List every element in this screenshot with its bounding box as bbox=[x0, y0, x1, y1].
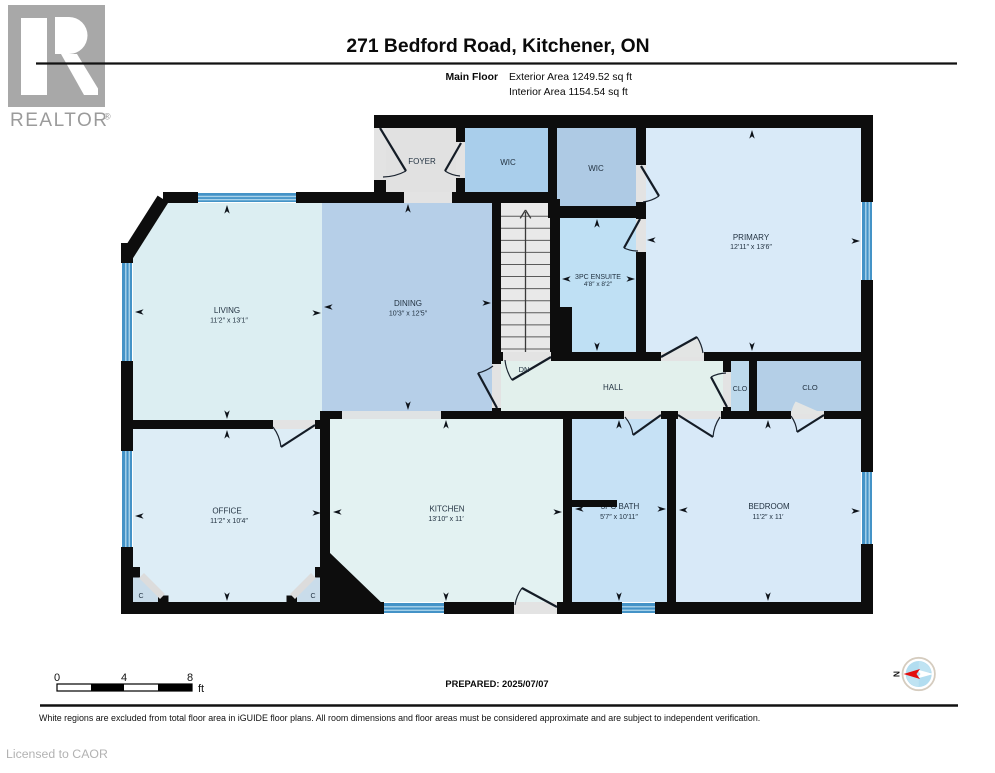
svg-text:13′10″ x 11′: 13′10″ x 11′ bbox=[428, 516, 464, 523]
svg-text:0: 0 bbox=[54, 672, 60, 684]
svg-text:Interior Area 1154.54 sq ft: Interior Area 1154.54 sq ft bbox=[509, 87, 628, 98]
svg-text:5′7″ x 10′11″: 5′7″ x 10′11″ bbox=[600, 514, 638, 521]
svg-text:11′2″ x 13′1″: 11′2″ x 13′1″ bbox=[210, 318, 248, 325]
svg-text:®: ® bbox=[104, 112, 111, 122]
svg-text:DN: DN bbox=[519, 365, 530, 374]
svg-text:REALTOR: REALTOR bbox=[10, 110, 109, 131]
svg-text:White regions are excluded fro: White regions are excluded from total fl… bbox=[39, 713, 760, 723]
svg-text:8: 8 bbox=[187, 672, 193, 684]
svg-text:10′3″ x 12′5″: 10′3″ x 12′5″ bbox=[389, 311, 428, 318]
svg-text:OFFICE: OFFICE bbox=[212, 507, 241, 516]
svg-text:ft: ft bbox=[198, 683, 204, 695]
svg-text:KITCHEN: KITCHEN bbox=[429, 505, 464, 514]
svg-text:FOYER: FOYER bbox=[408, 157, 436, 166]
svg-text:11′2″ x 10′4″: 11′2″ x 10′4″ bbox=[210, 518, 248, 525]
svg-text:PREPARED: 2025/07/07: PREPARED: 2025/07/07 bbox=[445, 679, 548, 689]
svg-text:DINING: DINING bbox=[394, 299, 422, 308]
svg-text:3PC BATH: 3PC BATH bbox=[601, 502, 640, 511]
svg-text:Licensed to CAOR: Licensed to CAOR bbox=[6, 747, 108, 761]
svg-text:4′8″ x 8′2″: 4′8″ x 8′2″ bbox=[584, 281, 613, 288]
svg-text:11′2″ x 11′: 11′2″ x 11′ bbox=[753, 514, 785, 521]
svg-text:WIC: WIC bbox=[500, 158, 516, 167]
svg-text:12′11″ x 13′6″: 12′11″ x 13′6″ bbox=[730, 244, 772, 251]
svg-text:WIC: WIC bbox=[588, 164, 604, 173]
svg-text:LIVING: LIVING bbox=[214, 306, 240, 315]
svg-text:271 Bedford Road, Kitchener, O: 271 Bedford Road, Kitchener, ON bbox=[346, 36, 649, 57]
svg-text:C: C bbox=[310, 593, 315, 600]
svg-text:BEDROOM: BEDROOM bbox=[748, 502, 790, 511]
svg-text:N: N bbox=[892, 671, 902, 677]
svg-text:CLO: CLO bbox=[733, 386, 748, 393]
svg-text:3PC ENSUITE: 3PC ENSUITE bbox=[575, 274, 621, 281]
svg-text:PRIMARY: PRIMARY bbox=[733, 233, 770, 242]
svg-text:CLO: CLO bbox=[802, 383, 818, 392]
svg-text:Exterior Area 1249.52 sq ft: Exterior Area 1249.52 sq ft bbox=[509, 72, 632, 83]
svg-text:Main Floor: Main Floor bbox=[445, 72, 498, 83]
svg-text:4: 4 bbox=[121, 672, 127, 684]
svg-text:C: C bbox=[138, 593, 143, 600]
svg-text:HALL: HALL bbox=[603, 383, 624, 392]
